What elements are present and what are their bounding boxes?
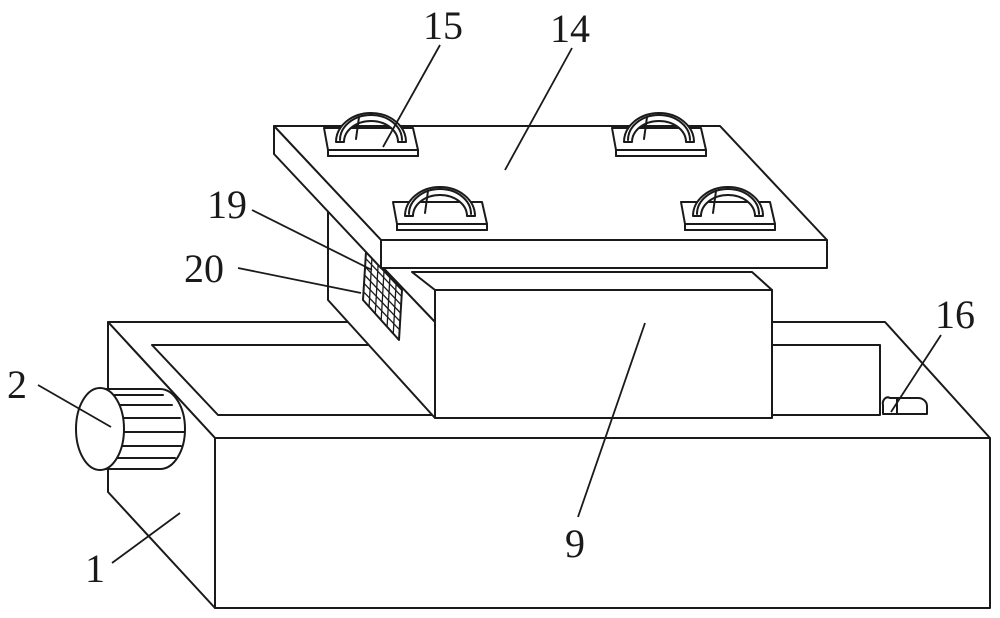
leader-9 bbox=[577, 322, 646, 518]
roller-body bbox=[881, 396, 928, 415]
label-19: 19 bbox=[207, 182, 247, 227]
reference-labels: 15 14 19 20 2 1 9 16 bbox=[7, 3, 975, 591]
leader-16 bbox=[890, 334, 942, 413]
base-front-face bbox=[214, 437, 991, 609]
label-2: 2 bbox=[7, 362, 27, 407]
label-20: 20 bbox=[184, 246, 224, 291]
clamp bbox=[392, 186, 488, 231]
label-9: 9 bbox=[565, 521, 585, 566]
label-16: 16 bbox=[935, 292, 975, 337]
roller-16 bbox=[881, 396, 928, 415]
plate-front-edge bbox=[380, 239, 828, 269]
leader-20 bbox=[237, 267, 362, 294]
leader-1 bbox=[111, 512, 181, 564]
leader-lines bbox=[37, 44, 942, 564]
mesh-grid bbox=[363, 257, 402, 334]
knob-face bbox=[75, 387, 125, 471]
label-1: 1 bbox=[85, 546, 105, 591]
label-14: 14 bbox=[550, 6, 590, 51]
front-box-face bbox=[434, 289, 773, 419]
label-15: 15 bbox=[423, 3, 463, 48]
leader-2 bbox=[37, 384, 112, 428]
leader-15 bbox=[382, 44, 441, 148]
clamp bbox=[611, 112, 707, 157]
clamp bbox=[680, 186, 776, 231]
leader-19 bbox=[251, 209, 373, 271]
front-box bbox=[411, 271, 773, 419]
leader-14 bbox=[504, 47, 573, 171]
clamp bbox=[323, 112, 419, 157]
knob bbox=[75, 387, 186, 471]
front-box-top bbox=[411, 271, 773, 291]
